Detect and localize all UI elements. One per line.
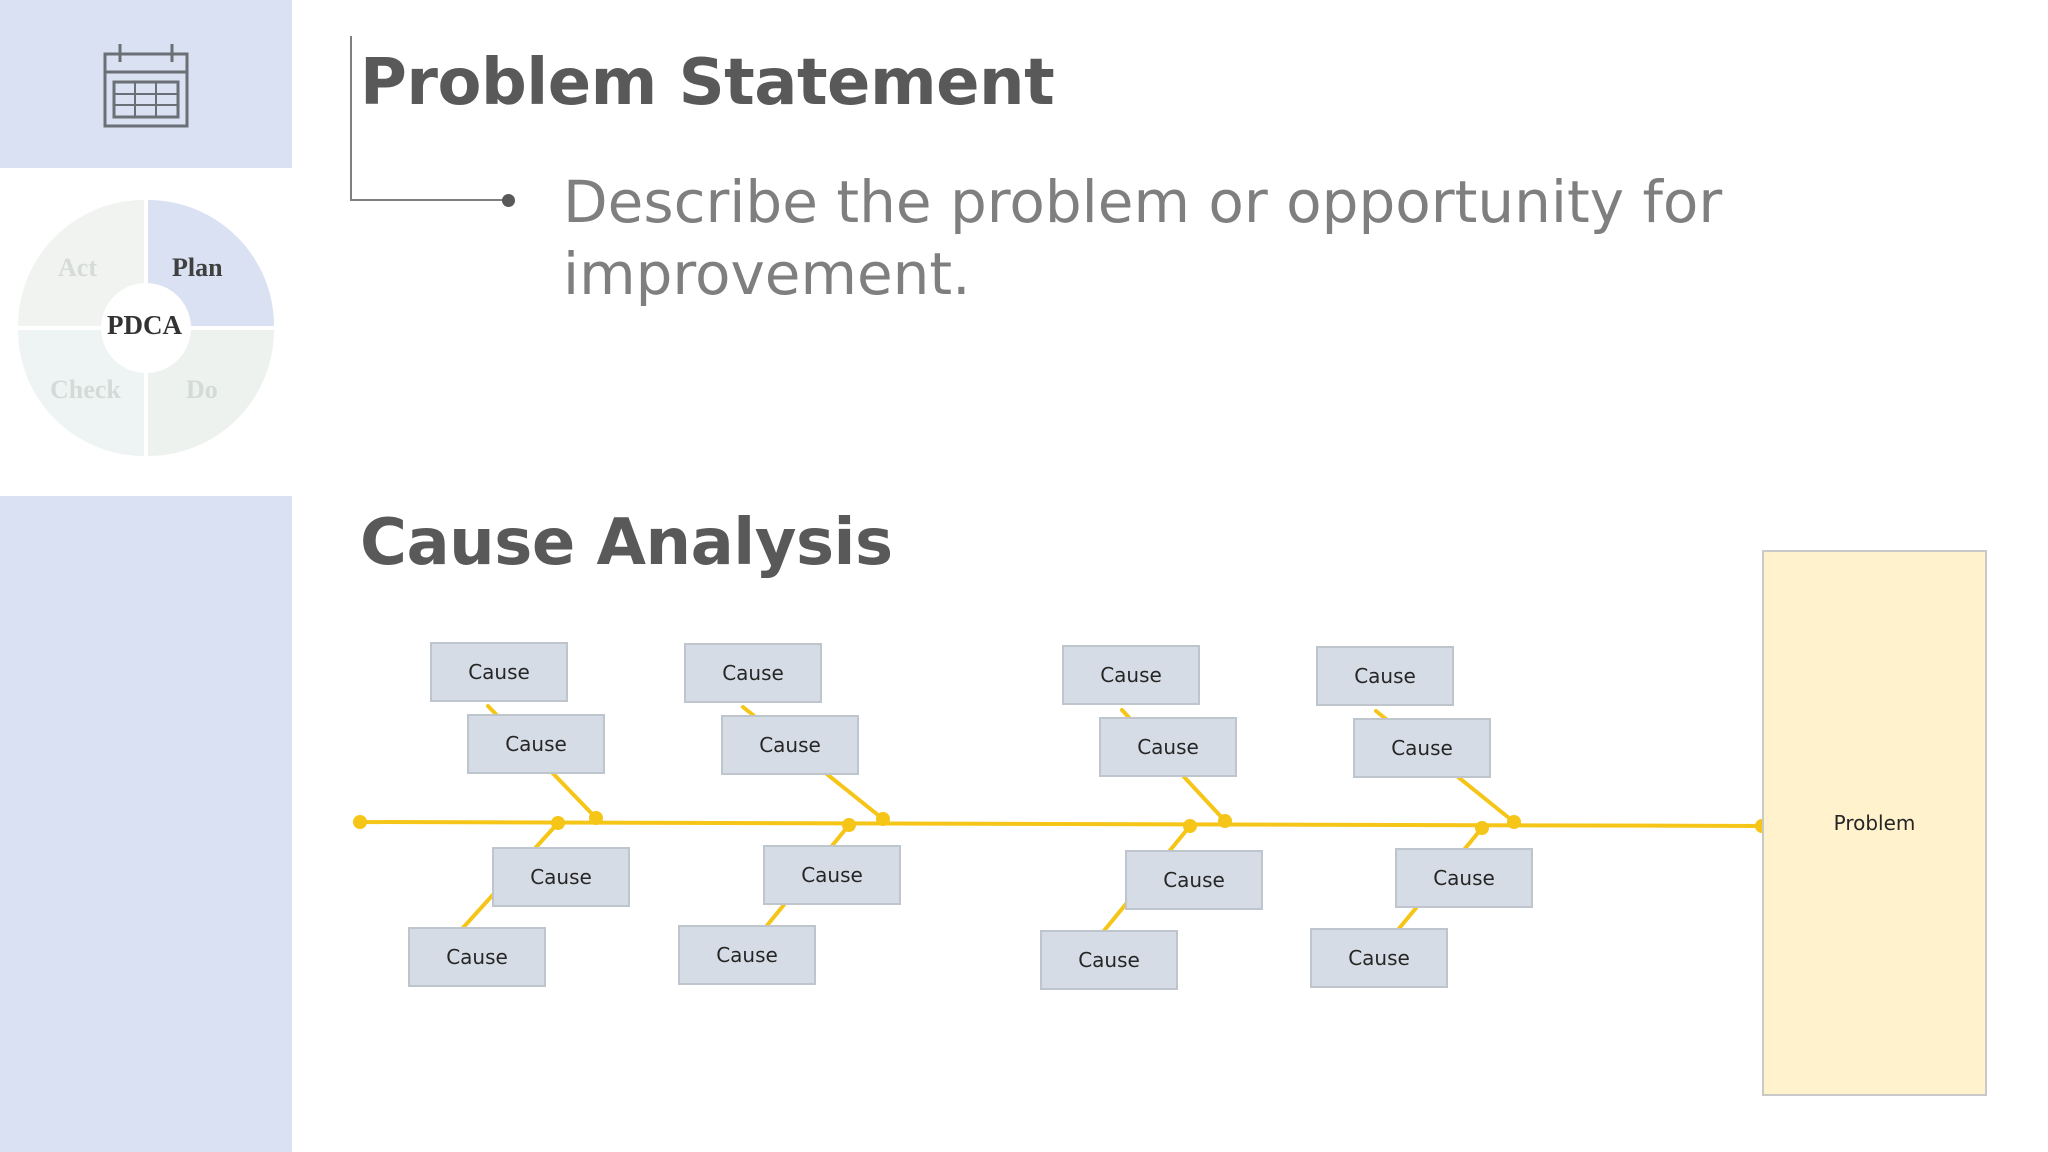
problem-box: Problem xyxy=(1762,550,1987,1096)
cause-box: Cause xyxy=(1316,646,1454,706)
cause-box: Cause xyxy=(1062,645,1200,705)
pdca-wheel xyxy=(18,200,274,456)
bullet-connector-vertical xyxy=(350,36,352,201)
cause-box: Cause xyxy=(721,715,859,775)
cause-box: Cause xyxy=(1040,930,1178,990)
fishbone-joint xyxy=(876,812,890,826)
sidebar-bottom-panel xyxy=(0,496,292,1152)
cause-box: Cause xyxy=(684,643,822,703)
cause-box: Cause xyxy=(763,845,901,905)
pdca-segment-check xyxy=(18,330,144,456)
fishbone-spine xyxy=(358,820,1764,828)
bullet-dot xyxy=(502,194,515,207)
fishbone-joint xyxy=(353,815,367,829)
cause-analysis-title: Cause Analysis xyxy=(360,506,893,580)
cause-box: Cause xyxy=(1395,848,1533,908)
fishbone-joint xyxy=(551,816,565,830)
pdca-plan-label: Plan xyxy=(172,253,223,282)
problem-statement-bullet: Describe the problem or opportunity for … xyxy=(563,168,1723,308)
fishbone-joint xyxy=(1183,819,1197,833)
pdca-do-label: Do xyxy=(186,375,218,404)
pdca-segment-act xyxy=(18,200,144,326)
sidebar-top-panel xyxy=(0,0,292,168)
pdca-hub xyxy=(101,283,191,373)
pdca-segment-do xyxy=(148,330,274,456)
pdca-center-label: PDCA xyxy=(107,310,182,340)
cause-box: Cause xyxy=(408,927,546,987)
pdca-check-label: Check xyxy=(50,375,121,404)
fishbone-joint xyxy=(1218,814,1232,828)
cause-box: Cause xyxy=(492,847,630,907)
cause-box: Cause xyxy=(1099,717,1237,777)
fishbone-joint xyxy=(1475,821,1489,835)
bullet-connector-horizontal xyxy=(350,199,508,201)
fishbone-joint xyxy=(1507,815,1521,829)
pdca-segment-plan xyxy=(148,200,274,326)
cause-box: Cause xyxy=(467,714,605,774)
cause-box: Cause xyxy=(678,925,816,985)
cause-box: Cause xyxy=(1353,718,1491,778)
problem-statement-title: Problem Statement xyxy=(360,46,1055,120)
fishbone-joint xyxy=(842,818,856,832)
cause-box: Cause xyxy=(1310,928,1448,988)
fishbone-joint xyxy=(589,811,603,825)
cause-box: Cause xyxy=(430,642,568,702)
calendar-icon xyxy=(103,44,189,128)
cause-box: Cause xyxy=(1125,850,1263,910)
pdca-act-label: Act xyxy=(58,253,97,282)
